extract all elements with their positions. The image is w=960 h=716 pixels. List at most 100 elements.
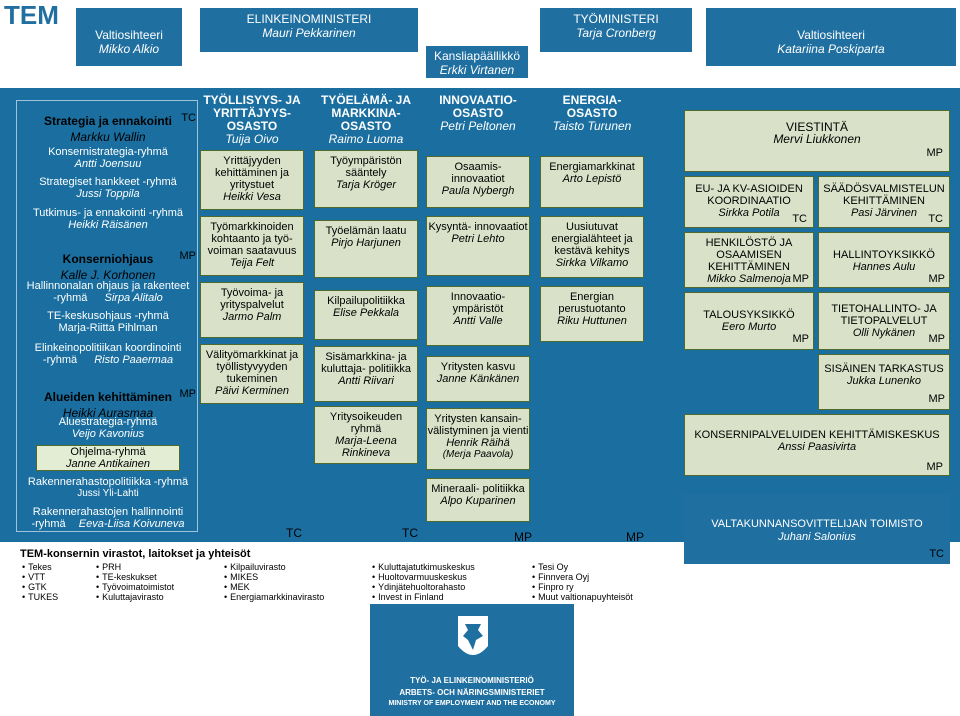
unit-title: Yrittäjyyden kehittäminen ja yritystuet	[215, 155, 289, 191]
unit-title: Mineraali- politiikka	[431, 483, 525, 495]
elinkeinoministeri-name: Mauri Pekkarinen	[262, 26, 356, 40]
unit-extra: (Merja Paavola)	[442, 449, 514, 460]
saados-box: SÄÄDÖSVALMISTELUN KEHITTÄMINEN Pasi Järv…	[818, 176, 950, 228]
tieto-name: Olli Nykänen	[852, 327, 916, 339]
ministry-en: MINISTRY OF EMPLOYMENT AND THE ECONOMY	[388, 700, 556, 707]
elinkeino-title: Elinkeinopolitiikan koordinointi	[34, 342, 182, 354]
agency-item: Finpro ry	[532, 582, 574, 592]
unit-title: Välityömarkkinat ja työllistyvyyden tuke…	[205, 349, 299, 385]
unit-box: Työmarkkinoiden kohtaanto ja työ- voiman…	[200, 216, 304, 276]
konserniohjaus-title: Konserniohjaus	[62, 252, 154, 266]
unit-name: Päivi Kerminen	[215, 385, 289, 397]
viestinta-name: Mervi Liukkonen	[773, 132, 861, 146]
saados-tag: TC	[928, 213, 943, 225]
te-keskus-title: TE-keskusohjaus -ryhmä	[47, 310, 169, 322]
aluestrategia-group: Aluestrategia-ryhmä Veijo Kavonius	[20, 416, 196, 440]
ministry-sv: ARBETS- OCH NÄRINGSMINISTERIET	[399, 688, 545, 697]
elinkeinoministeri-title: ELINKEINOMINISTERI	[246, 12, 372, 26]
unit-name: Antti Riivari	[338, 375, 394, 387]
unit-title: Kilpailupolitiikka	[327, 295, 405, 307]
agency-item: VTT	[22, 572, 45, 582]
department-head-name: Petri Peltonen	[440, 119, 516, 133]
hallinnonalan-group: Hallinnonalan ohjaus ja rakenteet -ryhmä…	[20, 280, 196, 304]
tieto-tag: MP	[928, 333, 946, 345]
unit-title: Yritysten kasvu	[440, 361, 516, 373]
hankkeet-group: Strategiset hankkeet -ryhmä Jussi Toppil…	[20, 176, 196, 200]
lion-emblem-icon	[458, 616, 488, 655]
aluestrategia-title: Aluestrategia-ryhmä	[58, 416, 158, 428]
elinkeino-name: Risto Paaermaa	[94, 354, 174, 366]
strategia-block: Strategia ja ennakointi TC Markku Wallin	[20, 112, 196, 144]
eu-box: EU- JA KV-ASIOIDEN KOORDINAATIO Sirkka P…	[684, 176, 814, 228]
unit-title: Energiamarkkinat	[549, 161, 635, 173]
agency-item: MIKES	[224, 572, 258, 582]
kansliapaallikko-name: Erkki Virtanen	[439, 63, 515, 77]
unit-name: Marja-Leena Rinkineva	[335, 435, 397, 459]
sisainen-title: SISÄINEN TARKASTUS	[824, 363, 944, 375]
department-tag: MP	[626, 530, 644, 544]
unit-title: Yritysten kansain- välistyminen ja vient…	[427, 413, 529, 437]
tyoministeri-name: Tarja Cronberg	[576, 26, 656, 40]
ohjelma-title: Ohjelma-ryhmä	[70, 446, 146, 458]
unit-box: Välityömarkkinat ja työllistyvyyden tuke…	[200, 344, 304, 404]
alueiden-block: Alueiden kehittäminen MP Heikki Aurasmaa	[20, 388, 196, 420]
agency-item: GTK	[22, 582, 47, 592]
unit-box: Uusiutuvat energialähteet ja kestävä keh…	[540, 216, 644, 278]
agencies-title: TEM-konsernin virastot, laitokset ja yht…	[20, 548, 251, 560]
ministry-fi: TYÖ- JA ELINKEINOMINISTERIÖ	[410, 676, 534, 685]
rakennerahastojen-group: Rakennerahastojen hallinnointi -ryhmä Ee…	[20, 506, 196, 530]
konserni-box: KONSERNIPALVELUIDEN KEHITTÄMISKESKUS Ans…	[684, 414, 950, 476]
saados-name: Pasi Järvinen	[850, 207, 918, 219]
unit-name: Jarmo Palm	[222, 311, 282, 323]
konserni-tag: MP	[926, 461, 944, 473]
tieto-title: TIETOHALLINTO- JA TIETOPALVELUT	[831, 303, 937, 327]
hallinto-title: HALLINTOYKSIKKÖ	[833, 249, 935, 261]
agency-item: Invest in Finland	[372, 592, 444, 602]
department-tag: TC	[286, 526, 302, 540]
valtakunnan-title: VALTAKUNNANSOVITTELIJAN TOIMISTO	[711, 518, 923, 530]
unit-box: Yritysten kansain- välistyminen ja vient…	[426, 408, 530, 470]
ohjelma-name: Janne Antikainen	[66, 458, 150, 470]
hallinto-tag: MP	[928, 273, 946, 285]
unit-title: Työvoima- ja yrityspalvelut	[220, 287, 284, 311]
unit-title: Työelämän laatu	[325, 225, 407, 237]
unit-name: Paula Nybergh	[441, 185, 515, 197]
sisainen-tag: MP	[928, 393, 946, 405]
henkilosto-name: Mikko Salmenoja	[707, 273, 791, 285]
tutkimus-group: Tutkimus- ja ennakointi -ryhmä Heikki Rä…	[20, 207, 196, 231]
konserniohjaus-block: Konserniohjaus MP Kalle J. Korhonen	[20, 250, 196, 282]
valtiosihteeri-left: Valtiosihteeri Mikko Alkio	[76, 8, 182, 66]
saados-title: SÄÄDÖSVALMISTELUN KEHITTÄMINEN	[823, 183, 945, 207]
valtiosihteeri-right-title: Valtiosihteeri	[797, 28, 865, 42]
henkilosto-box: HENKILÖSTÖ JA OSAAMISEN KEHITTÄMINEN Mik…	[684, 232, 814, 288]
unit-name: Janne Känkänen	[436, 373, 520, 385]
konserniohjaus-name: Kalle J. Korhonen	[60, 268, 156, 282]
unit-name: Heikki Vesa	[223, 191, 281, 203]
talous-title: TALOUSYKSIKKÖ	[703, 309, 795, 321]
department-head-name: Taisto Turunen	[552, 119, 632, 133]
konsernistrategia-group: Konsernistrategia-ryhmä Antti Joensuu	[20, 146, 196, 170]
kansliapaallikko-title: Kansliapäällikkö	[433, 49, 521, 63]
viestinta-tag: MP	[926, 147, 944, 159]
unit-name: Teija Felt	[229, 257, 275, 269]
tieto-box: TIETOHALLINTO- JA TIETOPALVELUT Olli Nyk…	[818, 292, 950, 350]
unit-title: Työympäristön sääntely	[330, 155, 402, 179]
agency-item: Energiamarkkinavirasto	[224, 592, 324, 602]
valtakunnan-tag: TC	[929, 548, 944, 560]
agency-item: PRH	[96, 562, 121, 572]
unit-title: Uusiutuvat energialähteet ja kestävä keh…	[551, 221, 633, 257]
agency-item: Huoltovarmuuskeskus	[372, 572, 467, 582]
sisainen-box: SISÄINEN TARKASTUS Jukka Lunenko MP	[818, 354, 950, 410]
